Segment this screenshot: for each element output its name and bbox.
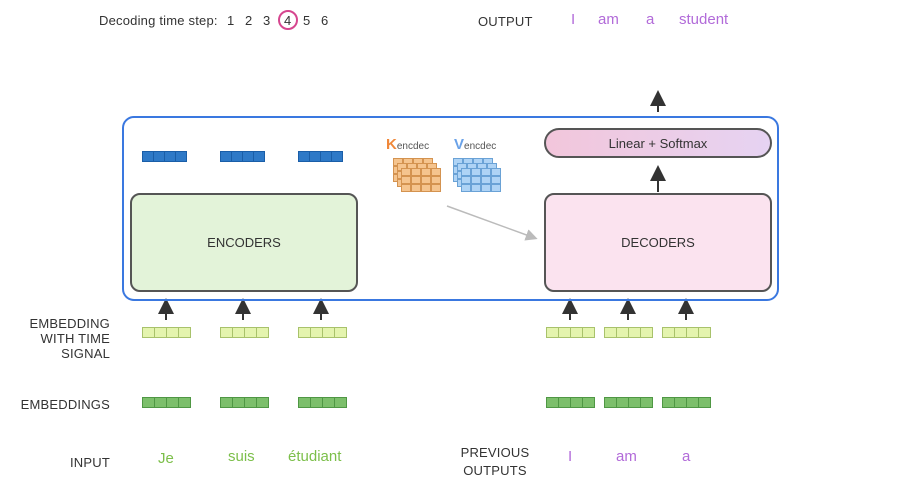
step-6: 6	[320, 12, 329, 28]
embeddings-label: EMBEDDINGS	[20, 397, 110, 412]
decoding-step-label: Decoding time step:	[99, 12, 218, 28]
step-5: 5	[302, 12, 311, 28]
output-word-1: I	[571, 11, 576, 28]
v-matrix-front	[461, 168, 501, 192]
step-2: 2	[244, 12, 253, 28]
enc-embedding-2	[220, 397, 269, 408]
encoder-output-vector-2	[220, 151, 265, 162]
embedding-time-line-3: SIGNAL	[61, 346, 110, 361]
previous-outputs-label: PREVIOUS OUTPUTS	[455, 444, 535, 480]
linear-softmax-label: Linear + Softmax	[608, 135, 708, 151]
embedding-time-label: EMBEDDING WITH TIME SIGNAL	[10, 316, 110, 361]
previous-outputs-line-2: OUTPUTS	[463, 463, 527, 478]
prev-output-word-2: am	[616, 448, 637, 465]
output-word-2: am	[598, 11, 619, 28]
dec-embedding-2	[604, 397, 653, 408]
model-frame	[122, 116, 779, 301]
enc-embedding-1	[142, 397, 191, 408]
linear-softmax-box: Linear + Softmax	[544, 128, 772, 158]
k-matrix-front	[401, 168, 441, 192]
k-subscript: encdec	[396, 141, 430, 152]
prev-output-word-3: a	[682, 448, 691, 465]
input-label: INPUT	[70, 455, 110, 470]
decoders-box: DECODERS	[544, 193, 772, 292]
v-letter: V	[454, 136, 465, 153]
embedding-time-line-2: WITH TIME	[40, 331, 110, 346]
dec-embedding-3	[662, 397, 711, 408]
output-label: OUTPUT	[478, 14, 533, 29]
step-3: 3	[262, 12, 271, 28]
k-letter: K	[386, 136, 397, 153]
v-subscript: encdec	[464, 141, 497, 152]
encoders-label: ENCODERS	[207, 235, 281, 250]
encoder-output-vector-3	[298, 151, 343, 162]
prev-output-word-1: I	[568, 448, 573, 465]
output-word-4: student	[679, 11, 729, 28]
decoders-label: DECODERS	[621, 235, 695, 250]
embedding-time-line-1: EMBEDDING	[29, 316, 110, 331]
decoding-step-row: Decoding time step: 1 2 3 4 5 6	[99, 10, 338, 30]
enc-time-embedding-3	[298, 327, 347, 338]
encoder-output-vector-1	[142, 151, 187, 162]
dec-time-embedding-2	[604, 327, 653, 338]
enc-time-embedding-2	[220, 327, 269, 338]
input-word-1: Je	[158, 450, 174, 467]
enc-time-embedding-1	[142, 327, 191, 338]
output-word-3: a	[646, 11, 655, 28]
enc-embedding-3	[298, 397, 347, 408]
arrow-diagonal-icon	[446, 205, 538, 241]
v-encdec-label: Vencdec	[454, 136, 496, 153]
dec-time-embedding-3	[662, 327, 711, 338]
input-word-3: étudiant	[288, 448, 342, 465]
k-encdec-label: Kencdec	[386, 136, 429, 153]
step-1: 1	[226, 12, 235, 28]
encoders-box: ENCODERS	[130, 193, 358, 292]
dec-embedding-1	[546, 397, 595, 408]
step-4-active: 4	[277, 10, 298, 30]
previous-outputs-line-1: PREVIOUS	[460, 445, 530, 460]
dec-time-embedding-1	[546, 327, 595, 338]
input-word-2: suis	[228, 448, 255, 465]
